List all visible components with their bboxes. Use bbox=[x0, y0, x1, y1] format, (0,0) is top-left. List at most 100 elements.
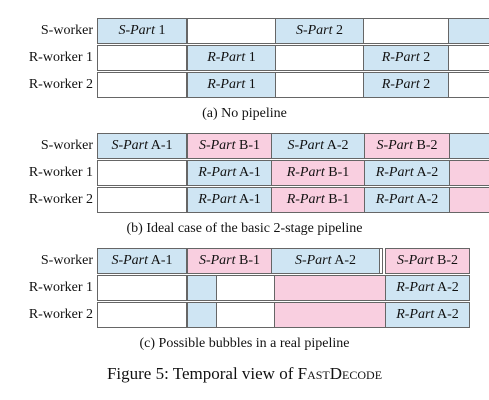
task-name: R-Part bbox=[286, 192, 325, 207]
worker-label: R-worker 1 bbox=[28, 165, 93, 180]
task-index: B-1 bbox=[324, 165, 350, 180]
task-name: S-Part bbox=[396, 253, 434, 268]
figure-caption-name: FastDecode bbox=[297, 364, 383, 383]
panel-caption: (a) No pipeline bbox=[202, 106, 287, 121]
idle-block bbox=[275, 45, 364, 71]
idle-block bbox=[449, 187, 489, 213]
idle-block bbox=[97, 275, 187, 301]
idle-block bbox=[274, 302, 386, 328]
task-block: S-Part B-1 bbox=[187, 133, 272, 159]
worker-label: S-worker bbox=[40, 138, 93, 153]
idle-block bbox=[379, 248, 383, 274]
task-name: R-Part bbox=[207, 50, 246, 65]
task-index: B-1 bbox=[235, 253, 261, 268]
idle-block bbox=[97, 45, 187, 71]
idle-block bbox=[448, 18, 489, 44]
task-name: S-Part bbox=[376, 138, 414, 153]
task-name: R-Part bbox=[396, 307, 435, 322]
task-index: A-2 bbox=[413, 192, 439, 207]
task-name: S-Part bbox=[287, 138, 325, 153]
idle-block bbox=[187, 302, 217, 328]
task-name: S-Part bbox=[111, 138, 149, 153]
task-index: A-1 bbox=[148, 253, 173, 268]
task-block: S-Part A-1 bbox=[97, 248, 187, 274]
task-index: A-1 bbox=[236, 165, 261, 180]
worker-label: R-worker 1 bbox=[28, 50, 93, 65]
task-name: R-Part bbox=[396, 280, 435, 295]
task-block: R-Part A-2 bbox=[364, 160, 450, 186]
figure-caption-prefix: Figure 5: Temporal view of bbox=[106, 364, 298, 383]
worker-label: R-worker 2 bbox=[28, 192, 93, 207]
task-name: S-Part bbox=[294, 253, 332, 268]
task-index: 2 bbox=[419, 50, 431, 65]
idle-block bbox=[97, 187, 187, 213]
task-block: R-Part 1 bbox=[187, 45, 276, 71]
worker-label: S-worker bbox=[40, 253, 93, 268]
task-block: S-Part 2 bbox=[275, 18, 364, 44]
panel-caption: (c) Possible bubbles in a real pipeline bbox=[139, 336, 350, 351]
task-block: R-Part A-2 bbox=[364, 187, 450, 213]
task-index: B-2 bbox=[413, 138, 438, 153]
task-index: 2 bbox=[332, 23, 344, 38]
idle-block bbox=[97, 160, 187, 186]
idle-block bbox=[363, 18, 449, 44]
task-name: R-Part bbox=[207, 77, 246, 92]
task-block: R-Part 2 bbox=[363, 45, 449, 71]
task-index: B-2 bbox=[433, 253, 459, 268]
task-name: R-Part bbox=[375, 165, 414, 180]
timeline-row: R-worker 2 R-Part A-2 bbox=[0, 302, 489, 328]
task-index: A-2 bbox=[324, 138, 349, 153]
task-name: R-Part bbox=[375, 192, 414, 207]
task-name: R-Part bbox=[286, 165, 325, 180]
task-block: S-Part B-2 bbox=[385, 248, 470, 274]
idle-block bbox=[448, 45, 489, 71]
task-index: 1 bbox=[155, 23, 166, 38]
idle-block bbox=[187, 275, 217, 301]
task-block: R-Part 2 bbox=[363, 72, 449, 98]
worker-label: R-worker 2 bbox=[28, 307, 93, 322]
task-name: S-Part bbox=[295, 23, 333, 38]
idle-block bbox=[187, 18, 276, 44]
idle-block bbox=[216, 302, 276, 328]
task-block: S-Part A-1 bbox=[97, 133, 187, 159]
task-block: S-Part B-1 bbox=[187, 248, 272, 274]
figure-caption: Figure 5: Temporal view of FastDecode bbox=[0, 364, 489, 384]
task-index: A-1 bbox=[236, 192, 261, 207]
task-index: A-2 bbox=[434, 307, 459, 322]
task-index: A-2 bbox=[434, 280, 459, 295]
task-block: S-Part B-2 bbox=[364, 133, 450, 159]
task-name: S-Part bbox=[198, 138, 236, 153]
task-block: R-Part A-1 bbox=[187, 187, 272, 213]
task-index: 1 bbox=[245, 50, 256, 65]
task-index: B-1 bbox=[324, 192, 350, 207]
task-block: S-Part A-2 bbox=[271, 248, 380, 274]
idle-block bbox=[448, 72, 489, 98]
task-name: S-Part bbox=[118, 23, 156, 38]
task-block: R-Part B-1 bbox=[271, 187, 365, 213]
idle-block bbox=[97, 302, 187, 328]
task-block: S-Part 1 bbox=[97, 18, 187, 44]
task-index: A-1 bbox=[148, 138, 173, 153]
task-block: R-Part A-1 bbox=[187, 160, 272, 186]
task-block: R-Part A-2 bbox=[385, 275, 470, 301]
idle-block bbox=[97, 72, 187, 98]
task-index: A-2 bbox=[413, 165, 439, 180]
task-index: A-2 bbox=[331, 253, 357, 268]
task-name: R-Part bbox=[198, 165, 237, 180]
idle-block bbox=[275, 72, 364, 98]
task-index: 1 bbox=[245, 77, 256, 92]
task-name: R-Part bbox=[198, 192, 237, 207]
worker-label: S-worker bbox=[40, 23, 93, 38]
task-block: R-Part 1 bbox=[187, 72, 276, 98]
task-name: S-Part bbox=[198, 253, 236, 268]
task-block: R-Part A-2 bbox=[385, 302, 470, 328]
task-block: R-Part B-1 bbox=[271, 160, 365, 186]
idle-block bbox=[449, 160, 489, 186]
panel-caption: (b) Ideal case of the basic 2-stage pipe… bbox=[126, 221, 363, 236]
